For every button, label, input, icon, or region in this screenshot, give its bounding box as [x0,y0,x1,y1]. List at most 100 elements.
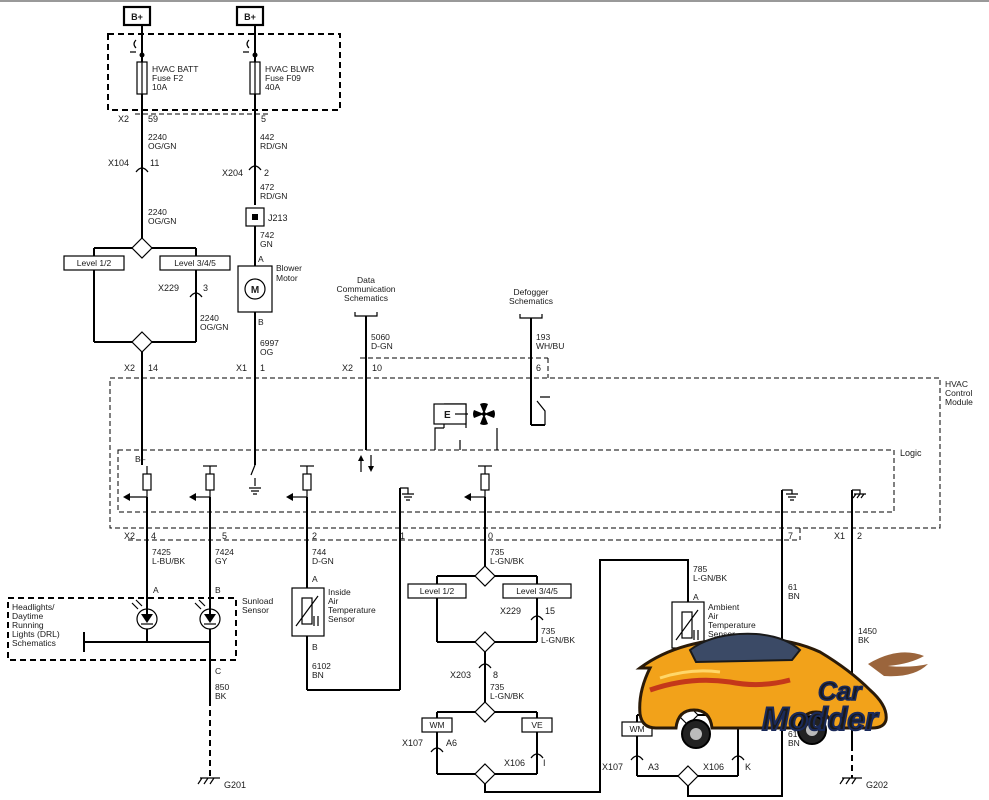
conn-x204: X204 [222,168,243,178]
wire-5060-color: D-GN [371,341,393,351]
blower-label-1: Blower [276,263,302,273]
wire-193-color: WH/BU [536,341,564,351]
conn-x106-a: X106 [504,758,525,768]
option-ve-label: VE [531,720,543,730]
ground-g202-icon [839,777,862,785]
module-ground-2-icon [782,489,798,501]
pin-6: 6 [536,363,541,373]
splice-diamond-8 [677,765,699,787]
wire-6997-color: OG [260,347,273,357]
drl-label-4: Lights (DRL) [12,629,60,639]
module-pin-2-icon [286,465,314,501]
sunload-label-2: Sensor [242,605,269,615]
pin-59: 59 [148,114,158,124]
connector-x203-icon [478,663,492,669]
data-comm-label-2: Communication [336,284,395,294]
wire-2240-c-num: 2240 [200,313,219,323]
top-rule [0,0,989,2]
thermistor-icon-2 [675,609,699,641]
fuse-block [107,33,341,111]
wire-6102-color: BN [312,670,324,680]
ambient-label-4: Sensor [708,629,735,639]
wire-785-color: L-GN/BK [693,573,727,583]
wire-7425-num: 7425 [152,547,171,557]
module-pin-5-icon [189,465,217,501]
wire-5060-num: 5060 [371,332,390,342]
wire-442-color: RD/GN [260,141,287,151]
logo-line-2: Modder [762,701,879,737]
blower-pin-b: B [258,317,264,327]
photodiode-2-icon [194,599,221,630]
pin-3: 3 [203,283,208,293]
wire-442-num: 442 [260,132,274,142]
inside-air-pin-a: A [312,574,318,584]
fuse-link-icon-2 [243,39,250,53]
wire-472-num: 472 [260,182,274,192]
wire-2240-a-color: OG/GN [148,141,176,151]
splice-diamond-1 [131,237,153,259]
conn-x2-d: X2 [124,531,135,541]
module-ground-3-icon [852,489,866,499]
wire-61-b-color: BN [788,738,800,748]
pin-2: 2 [264,168,269,178]
module-ground-1-icon [400,487,414,501]
wire-6997-num: 6997 [260,338,279,348]
splice-diamond-4 [474,631,496,653]
hvac-module-label-1: HVAC [945,379,968,389]
drl-label-1: Headlights/ [12,602,55,612]
logic-block [117,449,895,513]
defogger-switch-icon [536,396,550,425]
wire-7424-color: GY [215,556,228,566]
pin-2b: 2 [312,531,317,541]
wire-850-num: 850 [215,682,229,692]
pin-10: 10 [372,363,382,373]
pin-2c: 2 [857,531,862,541]
inside-air-temp-sensor [291,587,325,637]
splice-diamond-3 [474,565,496,587]
conn-x2-b: X2 [124,363,135,373]
conn-x104: X104 [108,158,129,168]
data-comm-link-icon [354,312,378,317]
wire-735-c-color: L-GN/BK [490,691,524,701]
inside-air-label-1: Inside [328,587,351,597]
pin-5b: 5 [222,531,227,541]
conn-x1-b: X1 [834,531,845,541]
wire-735-c-num: 735 [490,682,504,692]
ambient-label-2: Air [708,611,719,621]
hvac-module-label-2: Control [945,388,973,398]
conn-x229-b: X229 [500,606,521,616]
ground-g201-icon [197,777,220,785]
drl-label-2: Daytime [12,611,43,621]
connector-x107-a-icon [430,747,444,753]
pin-15: 15 [545,606,555,616]
fuse-f2-label-1: HVAC BATT [152,64,198,74]
sunload-pin-b: B [215,585,221,595]
connector-x106-b-icon [731,755,745,761]
wire-785-num: 785 [693,564,707,574]
wire-193-num: 193 [536,332,550,342]
b-plus-label-1: B+ [131,12,143,22]
wire-2240-b-num: 2240 [148,207,167,217]
wire-742-num: 742 [260,230,274,240]
wire-744-num: 744 [312,547,326,557]
connector-x106-a-icon [530,753,544,759]
inside-air-label-3: Temperature [328,605,376,615]
wire-7425-color: L-BU/BK [152,556,185,566]
option-level-345-a-label: Level 3/4/5 [174,258,216,268]
blower-pin-a: A [258,254,264,264]
pin-1b: 1 [400,531,405,541]
fuse-f09-label-2: Fuse F09 [265,73,301,83]
fuse-f2-label-2: Fuse F2 [152,73,183,83]
wire-472-color: RD/GN [260,191,287,201]
b-plus-terminal-1 [122,5,152,27]
conn-x107-a: X107 [402,738,423,748]
pin-5: 5 [261,114,266,124]
option-level-12-b-label: Level 1/2 [420,586,455,596]
sunload-sensor-box [7,597,237,661]
ground-g201-label: G201 [224,780,246,790]
splice-diamond-6 [474,763,496,785]
logo-line-1: Car [818,676,863,706]
hvac-module-label-3: Module [945,397,973,407]
connector-x104-icon [135,167,149,173]
ambient-pin-a: A [693,592,699,602]
